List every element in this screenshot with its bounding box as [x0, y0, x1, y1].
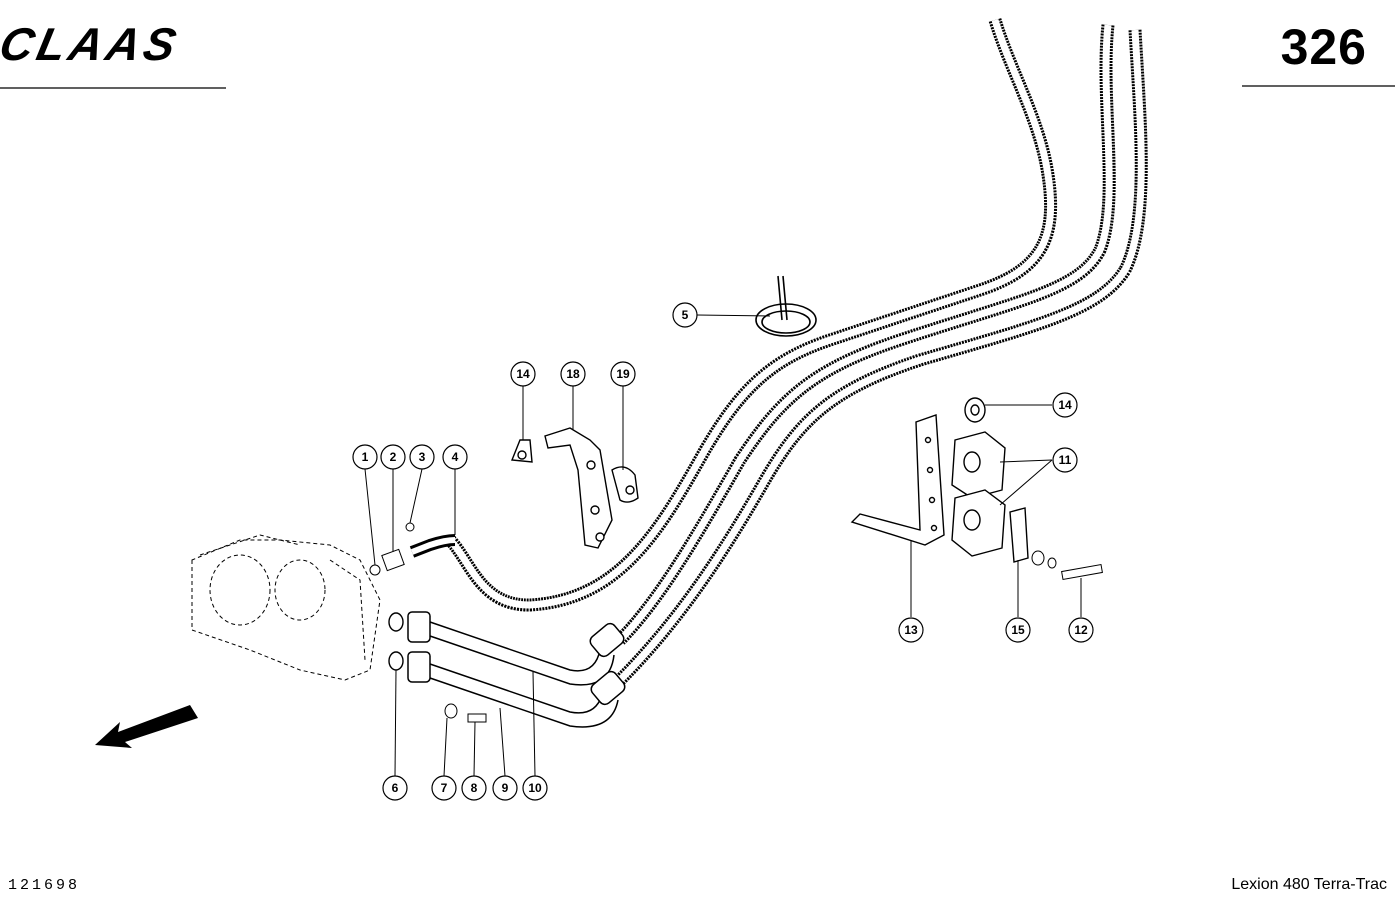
- callout-12: 12: [1068, 617, 1094, 643]
- svg-text:2: 2: [390, 450, 397, 464]
- washer-right: [1047, 557, 1057, 569]
- callout-14-right: 14: [1052, 392, 1078, 418]
- callout-9: 9: [492, 775, 518, 801]
- clip-14-left: [511, 439, 533, 463]
- o-ring-6a: [388, 612, 404, 632]
- o-ring-6b: [388, 651, 404, 671]
- svg-text:14: 14: [516, 367, 530, 381]
- callout-18: 18: [560, 361, 586, 387]
- svg-text:12: 12: [1074, 623, 1088, 637]
- callout-1: 1: [352, 444, 378, 470]
- direction-arrow-icon: [95, 705, 198, 748]
- callout-15: 15: [1005, 617, 1031, 643]
- callout-11: 11: [1052, 447, 1078, 473]
- callout-6: 6: [382, 775, 408, 801]
- callout-7: 7: [431, 775, 457, 801]
- seal-ring-1: [369, 564, 381, 576]
- svg-text:11: 11: [1059, 453, 1072, 467]
- claas-logo: CLAAS: [0, 18, 184, 69]
- svg-text:13: 13: [904, 623, 918, 637]
- washer-7: [444, 703, 458, 719]
- drawing-number: 121698: [8, 877, 81, 894]
- model-name: Lexion 480 Terra-Trac: [1231, 876, 1387, 893]
- callout-13: 13: [898, 617, 924, 643]
- svg-text:8: 8: [471, 781, 478, 795]
- hose-clamp-5: [755, 275, 817, 337]
- o-ring-3: [405, 522, 415, 532]
- bolt-8: [467, 713, 487, 723]
- svg-text:3: 3: [419, 450, 426, 464]
- svg-text:5: 5: [682, 308, 689, 322]
- svg-text:9: 9: [502, 781, 509, 795]
- svg-text:19: 19: [616, 367, 630, 381]
- callout-14-left: 14: [510, 361, 536, 387]
- lock-nut: [1031, 550, 1045, 566]
- callout-10: 10: [522, 775, 548, 801]
- svg-text:7: 7: [441, 781, 448, 795]
- page-number: 326: [1280, 19, 1367, 75]
- pump-outline: [191, 534, 381, 681]
- bracket-18: [544, 427, 613, 549]
- bracket-13: [850, 414, 945, 546]
- plate-15: [1009, 507, 1029, 563]
- clip-14-right: [964, 397, 986, 423]
- callout-19: 19: [610, 361, 636, 387]
- svg-text:18: 18: [566, 367, 580, 381]
- clamp-block-11: [951, 431, 1006, 557]
- hose-bundle: [445, 18, 1148, 685]
- svg-text:1: 1: [362, 450, 369, 464]
- svg-text:15: 15: [1011, 623, 1025, 637]
- callout-4: 4: [442, 444, 468, 470]
- leader-lines: [364, 314, 1082, 777]
- adapter-2: [381, 548, 405, 572]
- clip-19: [611, 466, 639, 503]
- svg-text:14: 14: [1058, 398, 1072, 412]
- callout-3: 3: [409, 444, 435, 470]
- callout-2: 2: [380, 444, 406, 470]
- svg-text:4: 4: [452, 450, 459, 464]
- svg-text:10: 10: [528, 781, 542, 795]
- callout-8: 8: [461, 775, 487, 801]
- callout-5: 5: [672, 302, 698, 328]
- rigid-pipes: [407, 611, 626, 728]
- bolt-12: [1061, 564, 1103, 580]
- svg-text:6: 6: [392, 781, 399, 795]
